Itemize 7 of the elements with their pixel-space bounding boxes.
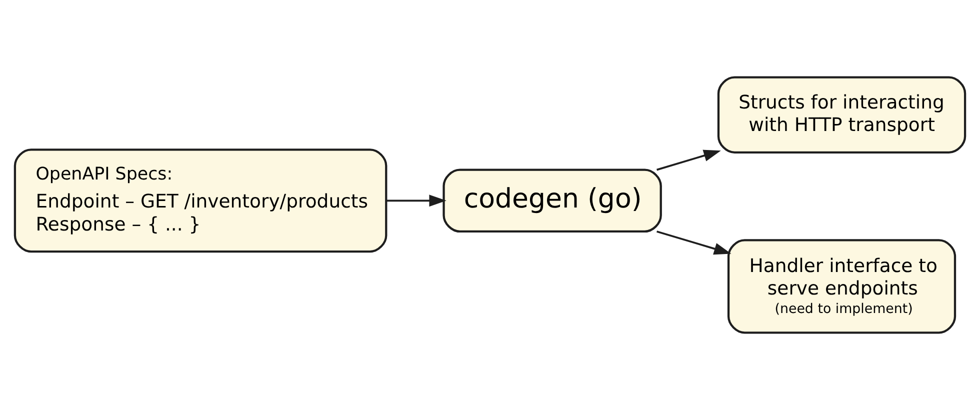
arrow: [656, 150, 721, 171]
node-box: OpenAPI Specs: Endpoint – GET /inventory/products Response – { ... }: [14, 148, 388, 253]
node-box: Structs for interacting with HTTP transport: [717, 76, 966, 154]
node-box: codegen (go): [442, 168, 662, 233]
arrow: [386, 194, 446, 207]
node-box: Handler interface to serve endpoints (need to implement): [727, 239, 956, 334]
arrow: [656, 230, 732, 255]
